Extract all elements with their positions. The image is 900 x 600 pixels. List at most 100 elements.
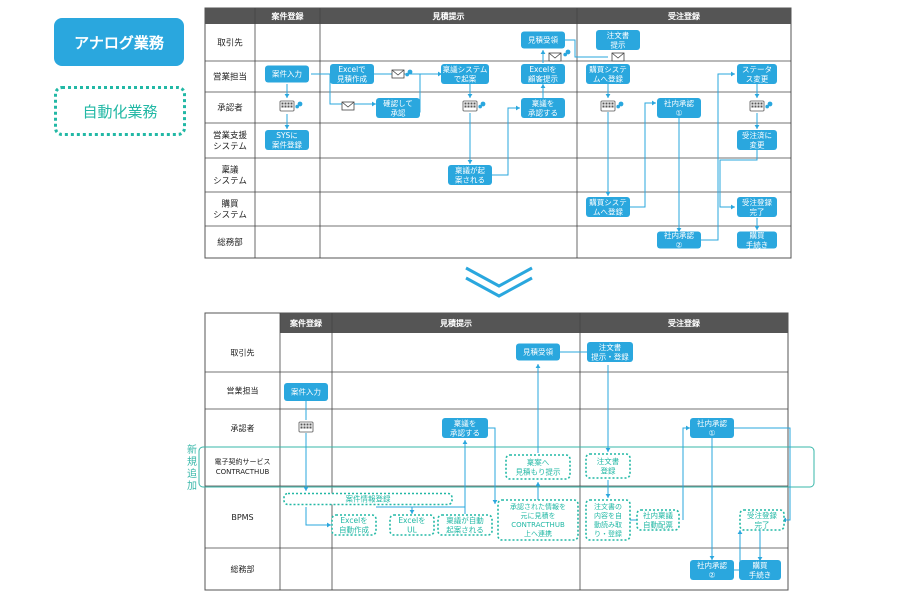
phase-label: 受注登録 bbox=[668, 318, 701, 328]
automated-box bbox=[505, 454, 571, 480]
arrow-head bbox=[516, 105, 520, 111]
process-box-label: 見積受領 bbox=[523, 347, 553, 357]
automated-box-label: Excelを自動作成 bbox=[339, 516, 369, 535]
mail-flap bbox=[341, 101, 355, 108]
arrow-head bbox=[540, 84, 546, 88]
flow-line bbox=[630, 102, 656, 208]
phase-label: 案件登録 bbox=[289, 318, 323, 328]
arrow-head bbox=[303, 487, 309, 491]
process-box bbox=[521, 64, 565, 84]
process-box bbox=[587, 342, 633, 362]
keyboard-key bbox=[611, 105, 614, 108]
keyboard-key bbox=[470, 105, 473, 108]
flow-line bbox=[492, 107, 520, 176]
process-box bbox=[657, 98, 701, 118]
process-box-label: Excelで見積作成 bbox=[337, 65, 367, 84]
process-box bbox=[330, 64, 374, 84]
keyboard-key bbox=[284, 105, 287, 108]
process-box bbox=[737, 231, 777, 249]
lane-label: 総務部 bbox=[217, 237, 243, 248]
arrow-head bbox=[754, 125, 760, 129]
keyboard-key bbox=[608, 102, 611, 105]
keyboard-key bbox=[473, 105, 476, 108]
process-box-label: 稟議を承認する bbox=[450, 418, 480, 438]
arrow-head bbox=[709, 556, 715, 560]
process-box bbox=[739, 560, 781, 580]
phase-label: 案件登録 bbox=[271, 11, 305, 21]
process-box bbox=[521, 98, 565, 118]
process-box-label: 稟議システムで起案 bbox=[443, 64, 488, 84]
arrow-head bbox=[467, 160, 473, 164]
keyboard-key bbox=[303, 426, 306, 429]
keyboard-key bbox=[306, 426, 309, 429]
process-box-label: 購買システムへ登録 bbox=[589, 64, 627, 84]
arrow-head bbox=[540, 50, 546, 54]
arrow-head bbox=[327, 522, 331, 528]
process-box bbox=[521, 31, 565, 49]
mail-flap bbox=[548, 52, 562, 59]
keyboard-key bbox=[303, 423, 306, 426]
swimlane-frame bbox=[204, 7, 792, 259]
arrow-head bbox=[754, 94, 760, 98]
automated-box bbox=[283, 492, 453, 506]
process-box bbox=[448, 165, 492, 185]
keyboard-key bbox=[754, 102, 757, 105]
automated-box bbox=[585, 453, 631, 479]
flow-line bbox=[719, 150, 758, 208]
automated-box-label: 注文書登録 bbox=[597, 456, 620, 476]
phase-label: 見積提示 bbox=[439, 318, 472, 328]
arrow-head bbox=[731, 204, 735, 210]
arrow-head bbox=[605, 494, 611, 498]
new-addition-frame bbox=[198, 446, 815, 488]
flow-line bbox=[485, 427, 496, 504]
keyboard-key bbox=[602, 105, 605, 108]
process-box bbox=[737, 130, 777, 150]
gear-icon bbox=[478, 104, 483, 109]
process-box bbox=[690, 418, 734, 438]
automated-box-label: 注文書の内容を自動読み取り・登録 bbox=[594, 502, 622, 538]
automated-box bbox=[437, 514, 493, 536]
keyboard-key bbox=[467, 102, 470, 105]
process-box-label: 注文書提示 bbox=[607, 30, 630, 50]
arrow-head bbox=[467, 94, 473, 98]
mail-icon bbox=[341, 101, 355, 111]
process-box-label: 購買手続き bbox=[746, 230, 769, 250]
keyboard-key bbox=[760, 105, 763, 108]
arrow-head bbox=[605, 448, 611, 452]
automated-box bbox=[497, 499, 579, 541]
automated-box-label: 案件情報登録 bbox=[346, 494, 391, 504]
phase-header-bar bbox=[205, 8, 791, 24]
process-box bbox=[441, 64, 489, 84]
arrow-head bbox=[462, 440, 468, 444]
lane-label: 営業担当 bbox=[213, 71, 247, 82]
process-box bbox=[265, 65, 309, 83]
arrow-head bbox=[652, 100, 656, 106]
process-box bbox=[657, 231, 701, 249]
phase-label: 受注登録 bbox=[668, 11, 701, 21]
automated-box bbox=[636, 509, 680, 531]
keyboard-key bbox=[760, 102, 763, 105]
arrow-head bbox=[754, 226, 760, 230]
process-box bbox=[737, 197, 777, 217]
automated-box-label: 稟議が自動起案される bbox=[446, 515, 484, 535]
gear-icon bbox=[295, 104, 300, 109]
keyboard-key bbox=[757, 102, 760, 105]
keyboard-key bbox=[751, 105, 754, 108]
keyboard-key bbox=[287, 105, 290, 108]
arrow-head bbox=[284, 94, 290, 98]
process-box-label: 確認して承認 bbox=[383, 98, 413, 118]
keyboard-key bbox=[309, 426, 312, 429]
gear-icon bbox=[480, 101, 486, 107]
phase-header-bar bbox=[280, 313, 788, 333]
automated-box-label: 受注登録完了 bbox=[747, 510, 777, 530]
swimlane-frame bbox=[204, 312, 789, 591]
phase-label: 見積提示 bbox=[432, 11, 465, 21]
process-box bbox=[376, 98, 420, 118]
